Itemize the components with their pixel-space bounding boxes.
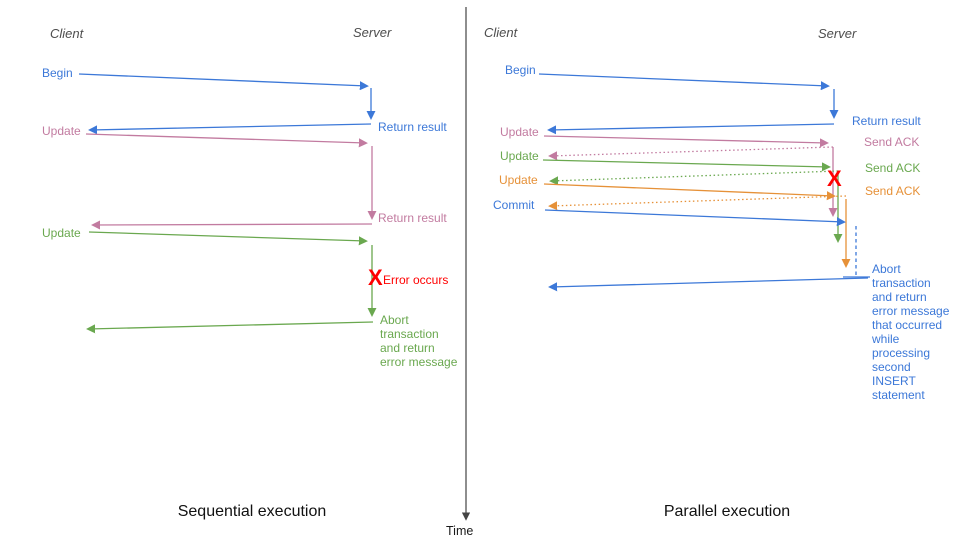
par-send-ack-3-label: Send ACK (865, 184, 921, 198)
par-client-header: Client (484, 25, 518, 40)
time-axis-label: Time (446, 524, 474, 538)
par-return-result-label: Return result (852, 114, 921, 128)
par-commit-send-arrow (544, 209, 846, 227)
seq-return-result-1-arrow (88, 123, 372, 135)
par-commit-label: Commit (493, 198, 535, 212)
par-error-x-icon: X (827, 166, 842, 191)
seq-caption: Sequential execution (177, 503, 327, 520)
par-send-ack-1-arrow (548, 146, 834, 161)
seq-return-result-2-arrow (91, 220, 373, 230)
par-abort-return-arrow (548, 277, 869, 292)
seq-abort-return-arrow (86, 321, 374, 334)
seq-server-header: Server (353, 25, 392, 40)
par-send-ack-3-arrow (548, 195, 847, 211)
par-send-ack-2-label: Send ACK (865, 161, 921, 175)
seq-error-occurs-label: Error occurs (383, 273, 449, 287)
seq-abort-note: Abort transaction and return error messa… (380, 313, 458, 369)
par-return-result-arrow (547, 123, 835, 135)
seq-return-result-1-label: Return result (378, 120, 447, 134)
seq-begin-label: Begin (42, 66, 73, 80)
par-begin-label: Begin (505, 63, 536, 77)
par-caption: Parallel execution (663, 503, 791, 520)
par-update-1-label: Update (500, 125, 539, 139)
par-begin-send-arrow (538, 73, 830, 91)
seq-update-2-label: Update (42, 226, 81, 240)
par-update-2-send-arrow (542, 159, 831, 172)
par-update-3-label: Update (499, 173, 538, 187)
par-update-1-send-arrow (543, 135, 829, 148)
seq-begin-send-arrow (78, 73, 369, 91)
par-update-2-label: Update (500, 149, 539, 163)
seq-update-2-send-arrow (88, 231, 368, 246)
par-send-ack-2-arrow (549, 170, 839, 186)
seq-return-result-2-label: Return result (378, 211, 447, 225)
par-server-header: Server (818, 26, 857, 41)
par-update-3-send-arrow (543, 183, 836, 201)
seq-error-x-icon: X (368, 265, 383, 290)
par-abort-note: Abort transaction and return error messa… (872, 262, 950, 402)
seq-update-1-send-arrow (85, 133, 368, 148)
seq-client-header: Client (50, 26, 84, 41)
par-send-ack-1-label: Send ACK (864, 135, 920, 149)
seq-update-1-label: Update (42, 124, 81, 138)
